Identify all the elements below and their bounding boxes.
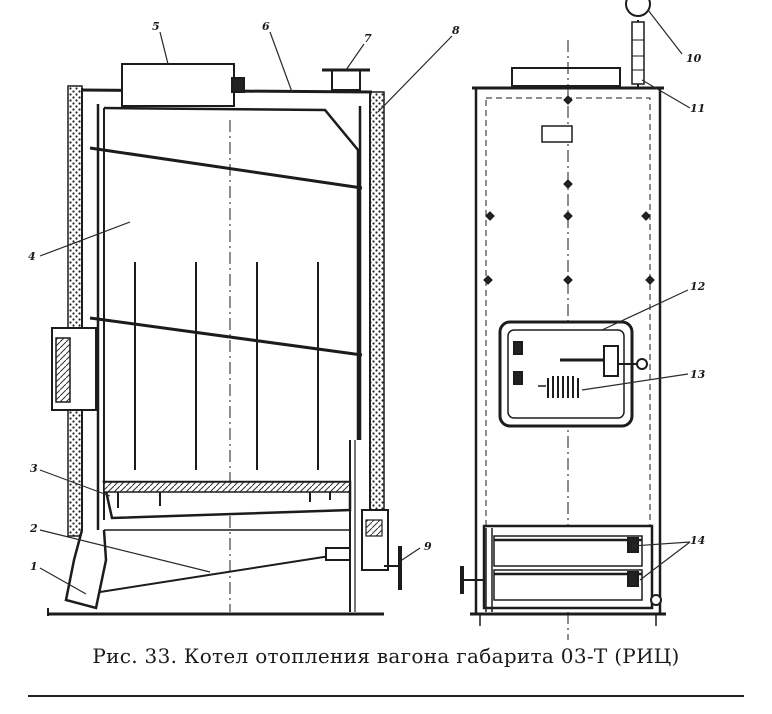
section-view — [47, 63, 402, 616]
callout-5: 5 — [152, 20, 160, 33]
callout-8: 8 — [452, 24, 460, 37]
callout-3: 3 — [30, 462, 38, 475]
callout-6: 6 — [262, 20, 270, 33]
callout-1: 1 — [30, 560, 38, 573]
figure-caption: Рис. 33. Котел отопления вагона габарита… — [92, 644, 680, 668]
callout-11: 11 — [690, 102, 705, 115]
caption-rule — [28, 695, 744, 697]
front-view — [460, 0, 666, 640]
vent-slots — [547, 376, 579, 398]
ash-door — [482, 524, 654, 610]
pressure-gauge — [625, 0, 651, 17]
leader-lines — [39, 9, 691, 595]
top-cap — [511, 67, 621, 87]
drain-fitting — [361, 509, 389, 571]
flue-box — [121, 63, 235, 107]
callout-10: 10 — [686, 52, 702, 65]
callout-labels: 1 2 3 4 5 6 7 8 9 10 11 12 13 14 — [28, 20, 706, 573]
callout-13: 13 — [690, 368, 706, 381]
callout-7: 7 — [364, 32, 372, 45]
callout-2: 2 — [29, 522, 38, 535]
firebox-top — [103, 106, 360, 440]
callout-14: 14 — [690, 534, 705, 547]
door-latch — [603, 345, 619, 377]
upper-baffle — [89, 146, 363, 190]
callout-4: 4 — [28, 250, 36, 263]
gauge-stem — [631, 21, 645, 85]
callout-12: 12 — [690, 280, 706, 293]
fire-door — [498, 320, 634, 428]
water-tubes — [134, 262, 319, 470]
callout-9: 9 — [424, 540, 432, 553]
left-insulation — [67, 85, 83, 537]
rivets — [483, 95, 655, 285]
right-insulation — [369, 91, 385, 513]
lower-baffle — [89, 316, 363, 357]
chimney-neck — [331, 69, 361, 91]
nameplate — [541, 125, 573, 143]
